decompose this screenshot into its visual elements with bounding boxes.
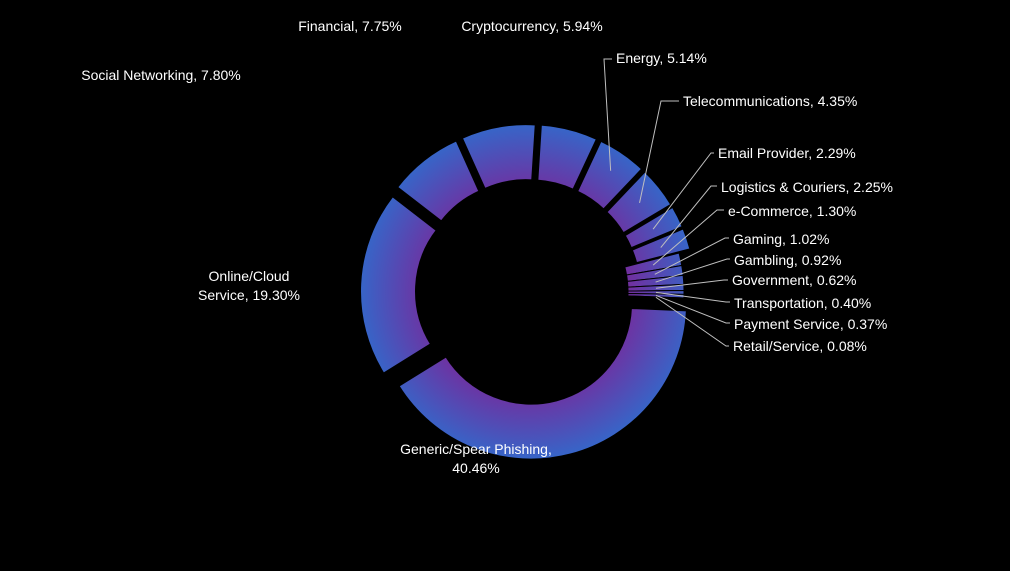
leader-line-5	[603, 58, 612, 171]
slice-label-13: Transportation, 0.40%	[734, 295, 871, 311]
slice-label-7: Email Provider, 2.29%	[718, 145, 856, 161]
slice-label-14: Payment Service, 0.37%	[734, 316, 887, 332]
slice-label-10: Gaming, 1.02%	[733, 231, 830, 247]
leader-line-7	[652, 152, 714, 230]
slice-label-12: Government, 0.62%	[732, 272, 857, 288]
slice-6[interactable]	[604, 170, 673, 235]
leader-line-14	[655, 294, 730, 324]
slice-label-4: Cryptocurrency, 5.94%	[461, 18, 602, 34]
slice-label-8: Logistics & Couriers, 2.25%	[721, 179, 893, 195]
slice-5[interactable]	[575, 139, 644, 212]
slice-1[interactable]	[359, 194, 439, 376]
slice-label-11: Gambling, 0.92%	[734, 252, 841, 268]
slice-label-5: Energy, 5.14%	[616, 50, 707, 66]
slice-7[interactable]	[623, 205, 685, 250]
leader-line-12	[655, 279, 728, 289]
slice-3[interactable]	[460, 123, 537, 191]
leader-line-9	[652, 209, 724, 266]
leader-line-15	[655, 296, 729, 347]
slice-0[interactable]	[397, 306, 688, 461]
slice-label-2: Social Networking, 7.80%	[81, 67, 241, 83]
leader-line-13	[655, 291, 730, 303]
leader-line-10	[654, 237, 729, 275]
leader-line-11	[655, 258, 730, 283]
slice-2[interactable]	[395, 139, 481, 223]
slice-label-15: Retail/Service, 0.08%	[733, 338, 867, 354]
leader-line-8	[660, 185, 717, 248]
slice-label-3: Financial, 7.75%	[298, 18, 402, 34]
slice-4[interactable]	[536, 123, 599, 192]
slice-8[interactable]	[630, 227, 692, 265]
slice-label-0: Generic/Spear Phishing,40.46%	[400, 441, 552, 476]
slice-label-6: Telecommunications, 4.35%	[683, 93, 857, 109]
leader-line-6	[639, 100, 679, 203]
slice-label-9: e-Commerce, 1.30%	[728, 203, 856, 219]
